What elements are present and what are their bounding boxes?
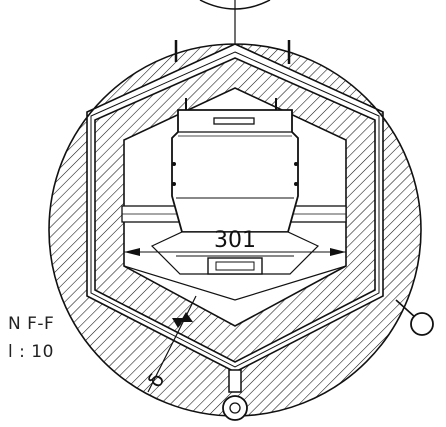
scale-label: l : 10 (8, 342, 54, 362)
section-label: N F-F (8, 314, 55, 334)
bolt-right-lower (294, 182, 298, 186)
hook-stem (228, 369, 242, 393)
bottom-vee (123, 265, 347, 301)
bottom-bracket-inner (215, 261, 255, 271)
thickness-arrow-inner (180, 312, 193, 322)
hook-ring-inner (229, 402, 241, 414)
bolt-left-lower (172, 182, 176, 186)
bolt-left-upper (172, 162, 176, 166)
handle-ring (410, 312, 434, 336)
gap-band (90, 51, 380, 368)
dimension-arrow-right (330, 248, 346, 256)
refractory-liner-hatched (94, 57, 376, 363)
bottom-funnel (150, 231, 320, 275)
handle-arm (395, 299, 417, 319)
thickness-leader (147, 295, 197, 393)
dimension-arrow-left (124, 248, 140, 256)
dimension-value: 301 (214, 228, 256, 253)
bolt-right-upper (294, 162, 298, 166)
crucible-body (171, 109, 299, 233)
crucible-slot (213, 117, 255, 125)
